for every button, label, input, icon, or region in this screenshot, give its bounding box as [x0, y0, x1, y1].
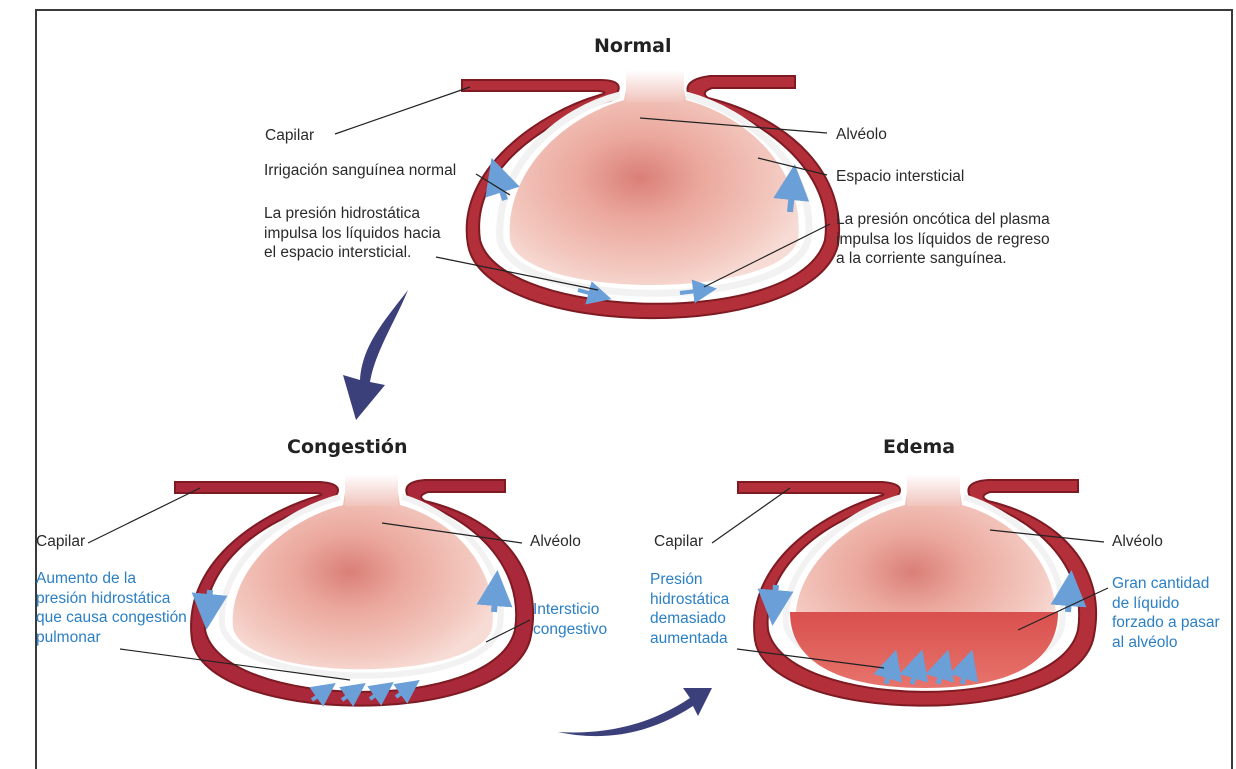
edema-title: Edema	[883, 436, 955, 458]
edema-airway	[907, 474, 960, 506]
flow-arrow-icon	[494, 588, 496, 612]
normal-capilar-label: Capilar	[265, 126, 314, 146]
transition-arrow-icon	[558, 688, 712, 736]
flow-arrow-icon	[1068, 588, 1070, 612]
normal-alveolo-label: Alvéolo	[836, 125, 887, 145]
congestion-alveolo-label: Alvéolo	[530, 532, 581, 552]
flow-arrow-icon	[774, 585, 776, 608]
congestion-capilar-label: Capilar	[36, 532, 85, 552]
normal-title: Normal	[594, 35, 671, 57]
edema-capilar-label: Capilar	[654, 532, 703, 552]
normal-espacio-label: Espacio intersticial	[836, 167, 964, 187]
congestion-intersticio-label: Intersticio congestivo	[533, 600, 607, 639]
transition-arrow-icon	[343, 290, 408, 420]
normal-alveolus	[462, 70, 839, 318]
normal-presion-hidrostatica-label: La presión hidrostática impulsa los líqu…	[264, 204, 441, 263]
normal-presion-oncotica-label: La presión oncótica del plasma impulsa l…	[836, 210, 1050, 269]
edema-gran-cantidad-label: Gran cantidad de líquido forzado a pasar…	[1112, 574, 1220, 652]
edema-fluid	[790, 612, 1058, 688]
edema-presion-label: Presión hidrostática demasiado aumentada	[650, 570, 729, 648]
normal-airway	[626, 70, 684, 102]
flow-arrow-icon	[208, 590, 210, 612]
congestion-alveolus	[175, 474, 533, 706]
congestion-title: Congestión	[287, 436, 408, 458]
edema-alveolus	[738, 474, 1096, 706]
flow-arrow-icon	[790, 182, 793, 212]
congestion-aumento-label: Aumento de la presión hidrostática que c…	[36, 569, 187, 647]
congestion-airway	[345, 474, 398, 506]
edema-alveolo-label: Alvéolo	[1112, 532, 1163, 552]
normal-irrigacion-label: Irrigación sanguínea normal	[264, 161, 456, 181]
